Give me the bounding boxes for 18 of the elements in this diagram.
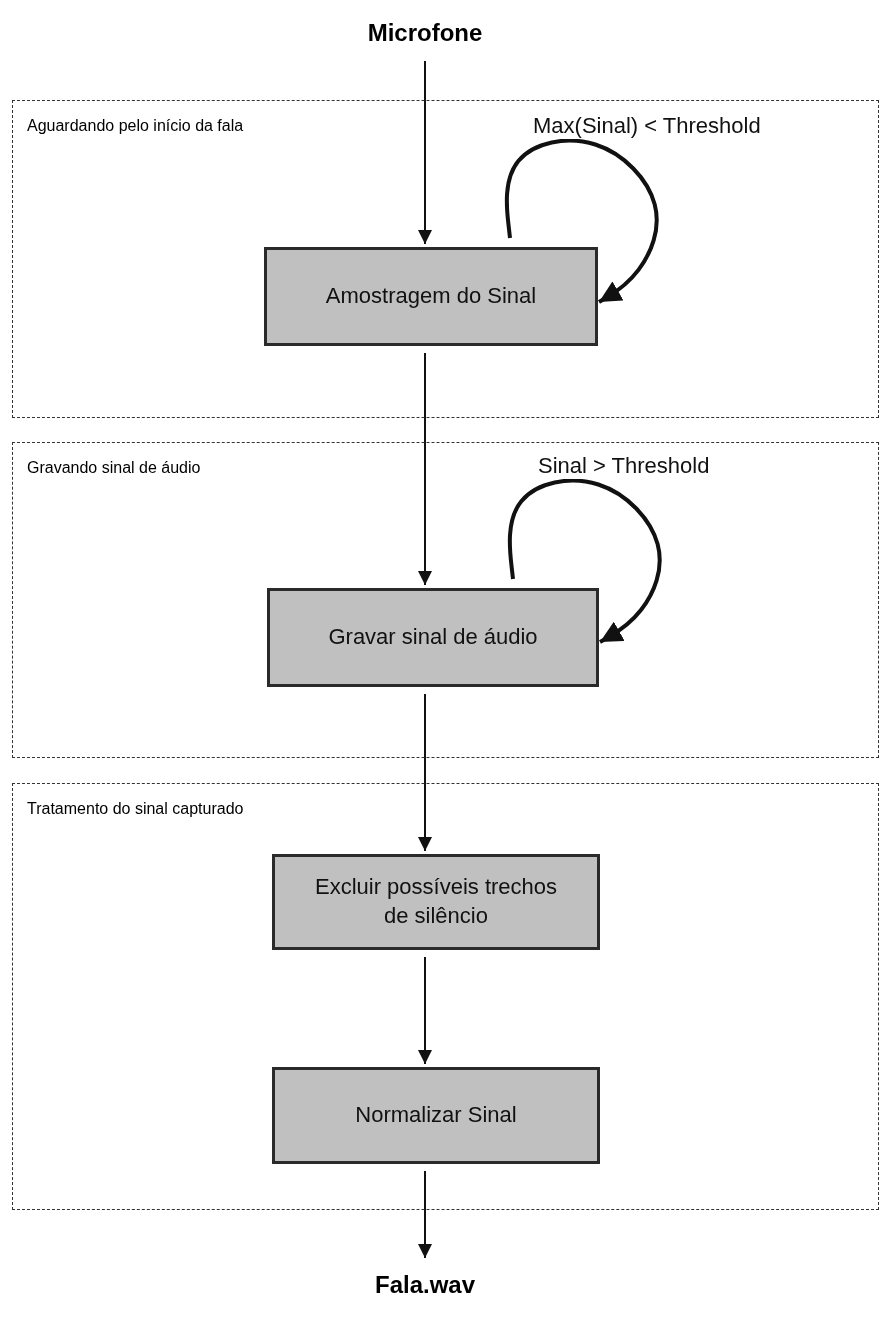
stage-region xyxy=(12,783,879,1210)
arrow xyxy=(418,1170,432,1259)
arrow xyxy=(418,60,432,245)
terminal-label: Microfone xyxy=(320,13,530,53)
process-box: Gravar sinal de áudio xyxy=(267,588,599,687)
loop-arrow xyxy=(504,138,659,304)
stage-heading: Tratamento do sinal capturado xyxy=(27,800,244,818)
arrow xyxy=(418,352,432,586)
stage-heading: Aguardando pelo início da fala xyxy=(27,117,244,135)
stage-region xyxy=(12,442,879,758)
stage-region xyxy=(12,100,879,418)
terminal-label: Fala.wav xyxy=(320,1264,530,1306)
process-box: Excluir possíveis trechos de silêncio xyxy=(272,854,600,950)
loop-arrow xyxy=(507,478,662,644)
process-box: Normalizar Sinal xyxy=(272,1067,600,1164)
process-box: Amostragem do Sinal xyxy=(264,247,598,346)
stage-heading: Gravando sinal de áudio xyxy=(27,459,201,477)
arrow xyxy=(418,956,432,1065)
